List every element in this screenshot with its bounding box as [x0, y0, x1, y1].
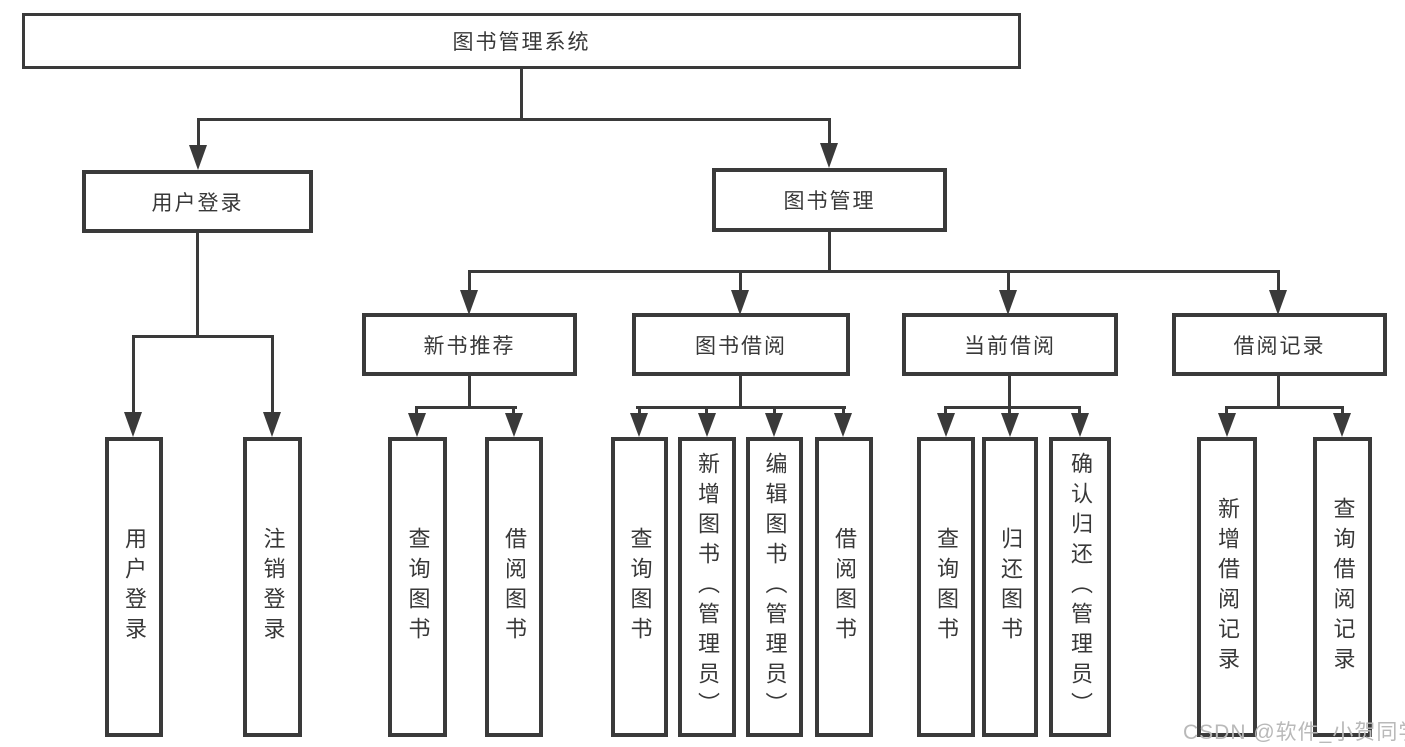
arrowhead-leaf — [1071, 413, 1089, 437]
csdn-watermark: CSDN @软件_小贺同学 — [1183, 721, 1405, 744]
leaf-add-book-admin: 新增图书（管理员） — [678, 437, 736, 737]
connector-stem — [1078, 406, 1081, 415]
connector-level2-rail — [197, 118, 831, 121]
arrowhead-leaf — [408, 413, 426, 437]
node-label: 借阅图书 — [502, 527, 527, 647]
node-label: 查询图书 — [627, 527, 653, 647]
node-label: 用户登录 — [151, 191, 244, 215]
node-label: 新书推荐 — [423, 334, 516, 358]
connector-stem — [705, 406, 708, 415]
connector-borrowrecords-stub — [1277, 376, 1280, 407]
node-label: 当前借阅 — [964, 334, 1056, 358]
connector-level3-rail — [468, 270, 1280, 273]
node-label: 归还图书 — [998, 527, 1023, 647]
leaf-query-books-borrow: 查询图书 — [611, 437, 668, 737]
connector-userlogin-stub — [196, 233, 199, 335]
node-label: 新增借阅记录 — [1215, 497, 1240, 677]
leaf-user-login: 用户登录 — [105, 437, 163, 737]
node-label: 借阅记录 — [1233, 334, 1326, 358]
arrowhead-new-book — [460, 290, 478, 315]
arrowhead-current-borrow — [999, 290, 1017, 315]
connector-stem-book-borrow — [739, 270, 742, 292]
arrowhead-leaf — [1001, 413, 1019, 437]
leaf-borrow-books-recommend: 借阅图书 — [485, 437, 543, 737]
node-label: 确认归还（管理员） — [1068, 452, 1093, 722]
arrowhead-leaf-user-login — [124, 412, 142, 437]
connector-stem — [638, 406, 641, 415]
arrowhead-borrow-records — [1269, 290, 1287, 315]
node-label: 图书管理系统 — [452, 31, 591, 54]
connector-stem-new-book — [468, 270, 471, 292]
leaf-query-books-recommend: 查询图书 — [388, 437, 447, 737]
connector-stem-current-borrow — [1007, 270, 1010, 292]
connector-stem-user-login — [197, 118, 200, 146]
node-label: 查询图书 — [405, 527, 431, 647]
connector-root-stub — [520, 68, 523, 120]
arrowhead-book-borrow — [731, 290, 749, 315]
node-new-book-recommendation: 新书推荐 — [362, 313, 577, 376]
node-label: 查询借阅记录 — [1330, 497, 1356, 677]
connector-stem — [415, 406, 418, 415]
arrowhead-leaf — [1333, 413, 1351, 437]
arrowhead-leaf — [765, 413, 783, 437]
connector-stem — [1341, 406, 1344, 415]
node-label: 编辑图书（管理员） — [762, 452, 788, 722]
arrowhead-leaf — [937, 413, 955, 437]
node-label: 查询图书 — [934, 527, 959, 647]
connector-newbook-stub — [468, 376, 471, 407]
leaf-return-book: 归还图书 — [982, 437, 1038, 737]
connector-bookmgmt-stub — [828, 232, 831, 272]
leaf-add-borrow-record: 新增借阅记录 — [1197, 437, 1257, 737]
leaf-borrow-books: 借阅图书 — [815, 437, 873, 737]
arrowhead-leaf — [1218, 413, 1236, 437]
node-label: 图书管理 — [783, 190, 876, 213]
connector-userlogin-rail — [132, 335, 274, 338]
node-label: 图书借阅 — [695, 334, 787, 358]
connector-bookborrow-stub — [739, 376, 742, 407]
node-label: 借阅图书 — [832, 527, 857, 647]
node-user-login-branch: 用户登录 — [82, 170, 313, 233]
arrowhead-leaf — [834, 413, 852, 437]
connector-stem — [1225, 406, 1228, 415]
connector-stem — [773, 406, 776, 415]
leaf-query-books-current: 查询图书 — [917, 437, 975, 737]
connector-stem-leaf-logout — [271, 335, 274, 413]
arrowhead-leaf-logout — [263, 412, 281, 437]
arrowhead-leaf — [630, 413, 648, 437]
node-current-borrowing: 当前借阅 — [902, 313, 1118, 376]
connector-currentborrow-stub — [1008, 376, 1011, 407]
node-label: 新增图书（管理员） — [695, 452, 720, 722]
node-label: 用户登录 — [122, 527, 147, 647]
connector-newbook-rail — [415, 406, 517, 409]
connector-stem — [1008, 406, 1011, 415]
leaf-edit-book-admin: 编辑图书（管理员） — [746, 437, 803, 737]
arrowhead-book-management — [820, 143, 838, 168]
arrowhead-leaf — [505, 413, 523, 437]
connector-stem-book-management — [828, 118, 831, 144]
connector-stem-borrow-records — [1277, 270, 1280, 292]
connector-bookborrow-rail — [636, 406, 846, 409]
node-label: 注销登录 — [260, 527, 286, 647]
connector-stem — [944, 406, 947, 415]
leaf-logout: 注销登录 — [243, 437, 302, 737]
connector-stem-leaf-user-login — [132, 335, 135, 413]
leaf-confirm-return-admin: 确认归还（管理员） — [1049, 437, 1111, 737]
node-book-management-branch: 图书管理 — [712, 168, 947, 232]
connector-stem — [512, 406, 515, 415]
connector-borrowrecords-rail — [1225, 406, 1343, 409]
node-borrowing-records: 借阅记录 — [1172, 313, 1387, 376]
connector-currentborrow-rail — [944, 406, 1081, 409]
arrowhead-user-login — [189, 145, 207, 170]
node-book-borrowing: 图书借阅 — [632, 313, 850, 376]
node-library-management-system: 图书管理系统 — [22, 13, 1021, 69]
connector-stem — [842, 406, 845, 415]
leaf-query-borrow-record: 查询借阅记录 — [1313, 437, 1372, 737]
arrowhead-leaf — [698, 413, 716, 437]
